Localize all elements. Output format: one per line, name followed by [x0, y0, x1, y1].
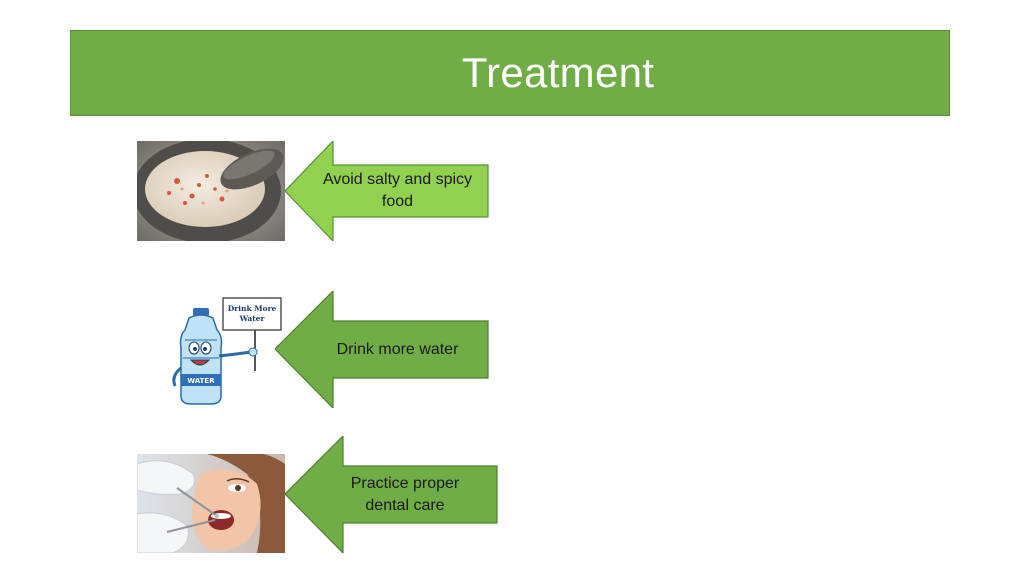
- water-bottle-image: Drink More Water WATER: [165, 296, 285, 408]
- bottle-label-text: WATER: [187, 377, 215, 385]
- arrow-dental-care: Practice proper dental care: [285, 436, 499, 553]
- arrow-label: Drink more water: [336, 340, 459, 358]
- arrow-avoid-salty-spicy: Avoid salty and spicy food: [285, 141, 490, 241]
- slide-title: Treatment: [461, 49, 655, 96]
- arrow-label: Practice proper dental care: [350, 474, 460, 514]
- arrow-label: Avoid salty and spicy food: [322, 171, 473, 210]
- arrow-drink-more-water: Drink more water: [275, 291, 490, 408]
- dentist-image: [137, 454, 285, 553]
- title-bar: Treatment: [70, 30, 950, 116]
- sign-text-line-2: Water: [239, 314, 266, 323]
- sign-text-line-1: Drink More: [228, 304, 277, 313]
- mortar-image: [137, 141, 285, 241]
